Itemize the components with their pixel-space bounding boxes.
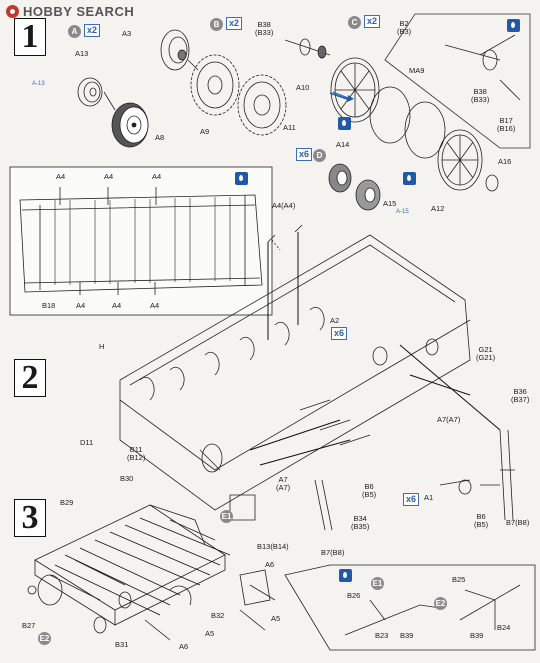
sprue-e1-marker: E1 [220,510,233,523]
step-number-2: 2 [14,359,46,397]
idler-wheel-a12 [437,129,483,191]
label-b27: B27 [22,621,36,630]
label-b23: B23 [375,631,389,640]
label-ma9: MA9 [409,66,425,75]
sprocket-a11 [237,74,287,136]
sprue-e2-marker: E2 [38,632,51,645]
label-b25: B25 [452,575,466,584]
logo-mark-icon [6,4,19,18]
label-b7-b8: B7(B8) [506,518,530,527]
label-b7-b8-lower: B7(B8) [321,548,345,557]
label-a16: A16 [498,157,512,166]
sprocket-a3 [160,29,190,71]
label-d11: D11 [80,438,94,447]
logo-text: HOBBY SEARCH [23,3,135,19]
label-b32: B32 [211,611,225,620]
part-number-a13: A-13 [32,81,45,87]
label-b6: B6(B5) [362,482,377,499]
label-a7: A7(A7) [276,475,291,492]
label-a5: A5 [271,614,281,623]
road-wheel-a8 [111,102,149,148]
label-b6-b5: B6(B5) [474,512,489,529]
label-a12: A12 [431,204,445,213]
sprue-e1-marker-inset: E1 [371,577,384,590]
label-g21: G21(G21) [476,345,496,362]
label-b39-inset: B39 [470,631,484,640]
label-b39: B39 [400,631,414,640]
label-b17: B17(B16) [497,116,516,133]
sprue-b-marker: B [210,18,223,31]
step-number-1: 1 [14,18,46,56]
paint-icon [403,172,416,185]
paint-icon [339,569,352,582]
lower-hull [27,504,226,634]
label-h: H [99,342,105,351]
road-wheel-a13 [77,77,103,107]
label-a14: A14 [336,140,350,149]
part-number-a15: A-15 [396,209,409,215]
label-b13: B13(B14) [257,542,289,551]
sprue-c-multiplier: x2 [364,15,381,28]
hobby-search-logo: HOBBY SEARCH [6,3,134,19]
label-a7-a7: A7(A7) [437,415,461,424]
label-b36: B36(B37) [511,387,530,404]
label-a2: A2 [330,316,340,325]
a1-multiplier: x6 [403,493,420,506]
label-a4-a4: A4(A4) [272,201,296,210]
axle-b38 [284,38,331,59]
label-b26: B26 [347,591,361,600]
sprue-a-marker: A [68,25,81,38]
sprue-e2-marker-inset: E2 [434,597,447,610]
inset-label-a4: A4 [112,301,122,310]
inset-label-a4: A4 [152,172,162,181]
inset-label-a4: A4 [104,172,114,181]
label-a10: A10 [296,83,310,92]
label-b29: B29 [60,498,74,507]
label-b30: B30 [120,474,134,483]
step-number-3: 3 [14,499,46,537]
sprue-b-multiplier: x2 [226,17,243,30]
idler-wheel-a10 [330,57,380,123]
label-a15: A15 [383,199,397,208]
label-b11: B11(B12) [127,445,146,462]
inset-label-a4: A4 [150,301,160,310]
inset-label-a4: A4 [56,172,66,181]
label-a9: A9 [200,127,210,136]
sprue-d-marker: D [313,149,326,162]
label-a6-lower: A6 [179,642,189,651]
sprue-c-marker: C [348,16,361,29]
label-b31: B31 [115,640,129,649]
label-a6: A6 [265,560,275,569]
label-b38-b33: B38(B33) [471,87,490,104]
sprue-a-multiplier: x2 [84,24,101,37]
paint-icon [338,117,351,130]
hull-side [119,234,471,511]
inset-label-b18: B18 [42,301,56,310]
paint-icon [507,19,520,32]
sprocket-a9 [190,54,240,116]
label-b2: B2(B3) [397,19,412,36]
sprue-d-multiplier: x6 [296,148,313,161]
label-a5-lower: A5 [205,629,215,638]
label-b24: B24 [497,623,511,632]
label-a1: A1 [424,493,434,502]
inset-label-a4: A4 [76,301,86,310]
label-a8: A8 [155,133,165,142]
a2-multiplier: x6 [331,327,348,340]
label-b38: B38(B33) [255,20,274,37]
paint-icon [235,172,248,185]
label-a13: A13 [75,49,89,58]
label-a3: A3 [122,29,132,38]
label-b34: B34(B35) [351,514,370,531]
label-a11: A11 [283,123,296,132]
